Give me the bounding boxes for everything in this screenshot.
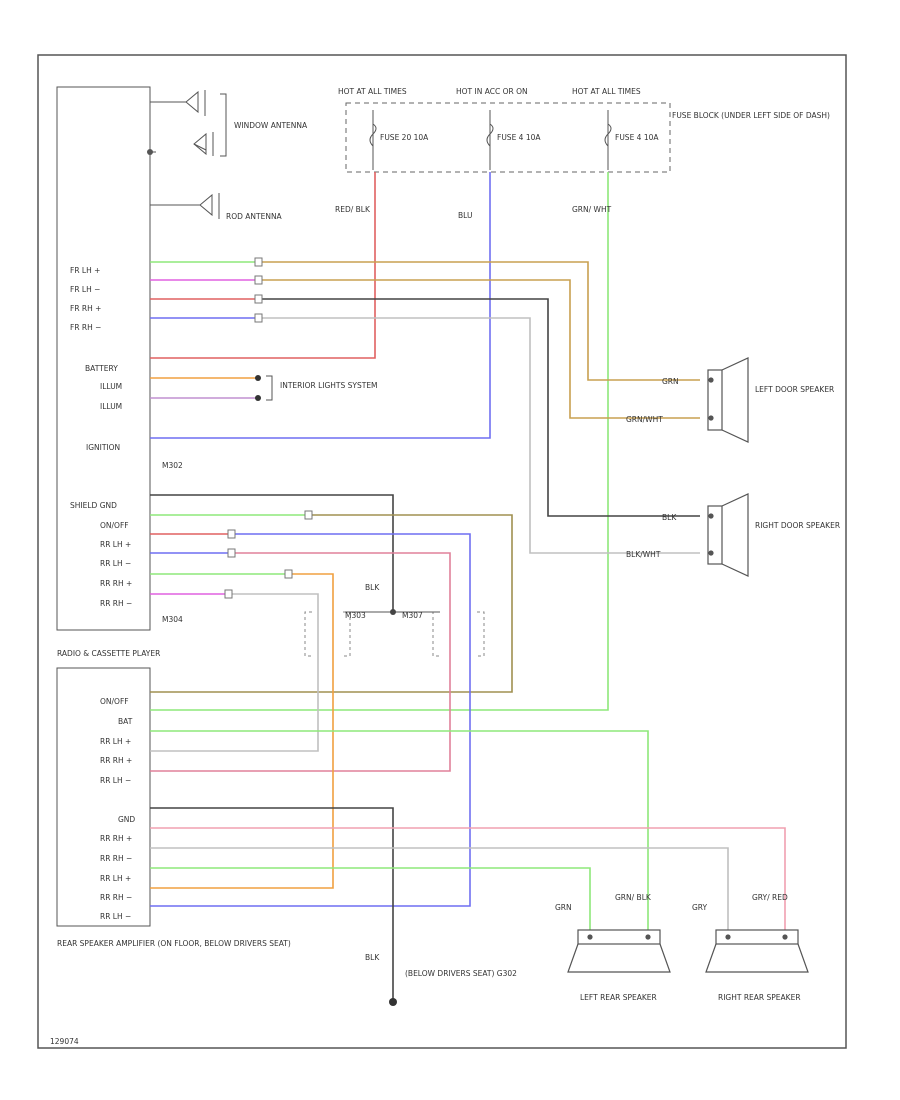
label-wire-blu: BLU — [458, 211, 472, 220]
amplifier-box — [56, 667, 151, 927]
pin-rr-rh-pos: RR RH + — [100, 579, 132, 588]
connector-tabs — [224, 257, 313, 599]
label-wire-red-blk: RED/ BLK — [335, 205, 371, 214]
wire-battery-red — [150, 172, 376, 359]
pin-amp-rr-lh-neg: RR LH − — [100, 776, 131, 785]
label-rr-gry: GRY — [692, 903, 708, 912]
label-lr-grn-blk: GRN/ BLK — [615, 893, 652, 902]
wire-amp-gnd — [150, 807, 394, 1000]
label-hot-all-1: HOT AT ALL TIMES — [338, 87, 407, 96]
pin-amp-rr-lh-pos: RR LH + — [100, 737, 131, 746]
pin-on-off: ON/OFF — [100, 521, 129, 530]
label-ground-blk: BLK — [365, 953, 380, 962]
fuse-symbols — [369, 110, 612, 170]
label-fuse3: FUSE 4 10A — [615, 133, 659, 142]
right-rear-speaker-symbol — [705, 929, 809, 973]
illum-terminal-2 — [255, 395, 261, 401]
pin-amp-gnd: GND — [118, 815, 135, 824]
wire-fr-rh-pos-b — [262, 298, 700, 517]
pin-illum-2: ILLUM — [100, 402, 122, 411]
label-lr-grn: GRN — [555, 903, 572, 912]
right-door-speaker-symbol — [707, 493, 749, 577]
pin-amp-rr-rh-pos: RR RH + — [100, 756, 132, 765]
pin-ignition: IGNITION — [86, 443, 120, 452]
wire-amp-out-grn — [150, 867, 591, 930]
label-fuse-block: FUSE BLOCK (UNDER LEFT SIDE OF DASH) — [672, 111, 830, 120]
label-right-rear-speaker: RIGHT REAR SPEAKER — [718, 993, 801, 1002]
window-antenna-symbol — [147, 90, 227, 157]
wire-rr-lh-neg-b — [150, 552, 451, 772]
label-shield-blk: BLK — [365, 583, 380, 592]
connectors-m303-m307 — [304, 611, 485, 657]
wire-bat-green — [150, 172, 609, 711]
pin-amp-out-rh-neg2: RR RH − — [100, 893, 132, 902]
label-left-door-speaker: LEFT DOOR SPEAKER — [755, 385, 834, 394]
illum-terminal-1 — [255, 375, 261, 381]
label-rear-amp: REAR SPEAKER AMPLIFIER (ON FLOOR, BELOW … — [57, 939, 291, 948]
left-door-speaker-symbol — [707, 357, 749, 443]
wire-amp-rr-lh-pos — [150, 730, 649, 930]
splice-point — [390, 609, 396, 615]
pin-shield-gnd: SHIELD GND — [70, 501, 117, 510]
label-radio-cassette: RADIO & CASSETTE PLAYER — [57, 649, 160, 658]
interior-lights-bracket — [266, 375, 273, 401]
outer-border — [37, 54, 847, 1049]
label-left-rear-speaker: LEFT REAR SPEAKER — [580, 993, 657, 1002]
wire-amp-out-gry — [150, 847, 729, 930]
label-rd-wire2: BLK/WHT — [626, 550, 661, 559]
pin-amp-bat: BAT — [118, 717, 133, 726]
label-ld-wire2: GRN/WHT — [626, 415, 663, 424]
pin-fr-lh-pos: FR LH + — [70, 266, 100, 275]
label-m303: M303 — [345, 611, 366, 620]
pin-fr-rh-pos: FR RH + — [70, 304, 101, 313]
pin-amp-out-rh-neg: RR RH − — [100, 854, 132, 863]
wire-ignition-blue — [150, 172, 491, 439]
label-fuse2: FUSE 4 10A — [497, 133, 541, 142]
wire-rr-rh-neg-b — [150, 593, 319, 752]
pin-amp-out-lh-pos: RR LH + — [100, 874, 131, 883]
pin-fr-rh-neg: FR RH − — [70, 323, 101, 332]
pin-amp-on-off: ON/OFF — [100, 697, 129, 706]
wire-rr-lh-pos-b — [150, 533, 471, 907]
label-right-door-speaker: RIGHT DOOR SPEAKER — [755, 521, 840, 530]
wire-fr-rh-neg-b — [262, 317, 700, 554]
wire-amp-out-gry-red — [150, 827, 786, 930]
wire-fr-lh-pos-b — [262, 261, 700, 381]
pin-amp-out-lh-neg: RR LH − — [100, 912, 131, 921]
label-hot-all-2: HOT AT ALL TIMES — [572, 87, 641, 96]
label-interior-lights: INTERIOR LIGHTS SYSTEM — [280, 381, 378, 390]
wire-shield-gnd — [150, 494, 394, 612]
fuse-block-box — [345, 102, 671, 173]
pin-fr-lh-neg: FR LH − — [70, 285, 100, 294]
pin-amp-out-rh-pos: RR RH + — [100, 834, 132, 843]
label-ld-wire1: GRN — [662, 377, 679, 386]
label-fuse1: FUSE 20 10A — [380, 133, 429, 142]
left-rear-speaker-symbol — [567, 929, 671, 973]
label-m304: M304 — [162, 615, 183, 624]
pin-illum-1: ILLUM — [100, 382, 122, 391]
label-wire-grn-wht: GRN/ WHT — [572, 205, 612, 214]
pin-rr-lh-pos: RR LH + — [100, 540, 131, 549]
pin-battery: BATTERY — [85, 364, 118, 373]
wire-on-off-b — [150, 514, 513, 693]
label-window-antenna: WINDOW ANTENNA — [234, 121, 308, 130]
ground-point — [389, 998, 397, 1006]
label-diagram-id: 129074 — [50, 1037, 79, 1046]
label-radio-unit: M302 — [162, 461, 183, 470]
rod-antenna-symbol — [150, 193, 220, 219]
pin-rr-lh-neg: RR LH − — [100, 559, 131, 568]
label-rod-antenna: ROD ANTENNA — [226, 212, 283, 221]
label-m307: M307 — [402, 611, 423, 620]
wire-fr-lh-neg-b — [262, 279, 700, 419]
label-rd-wire1: BLK — [662, 513, 677, 522]
pin-rr-rh-neg: RR RH − — [100, 599, 132, 608]
label-below-seat: (BELOW DRIVERS SEAT) G302 — [405, 969, 517, 978]
label-hot-acc: HOT IN ACC OR ON — [456, 87, 528, 96]
label-rr-gry-red: GRY/ RED — [752, 893, 788, 902]
